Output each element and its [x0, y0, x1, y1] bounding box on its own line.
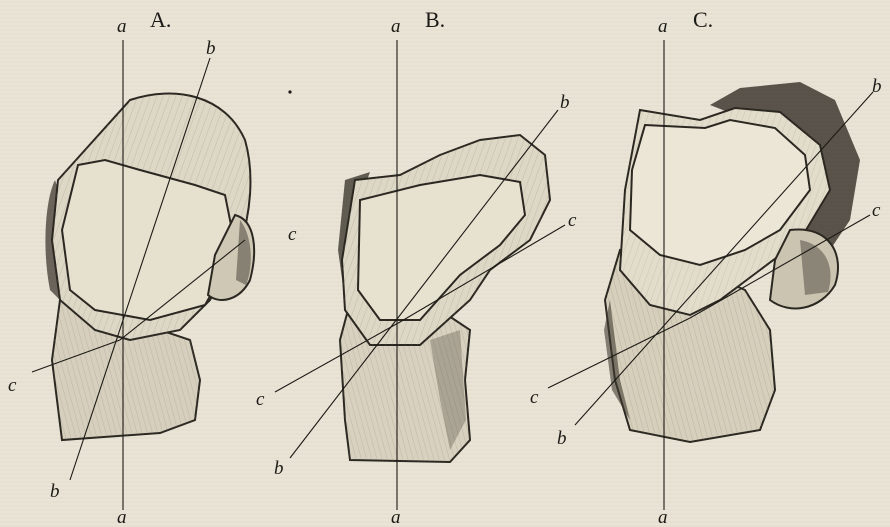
- panel-a-label-a-bottom: a: [117, 507, 127, 527]
- ink-dot: [288, 90, 291, 93]
- panel-c-label-b-top: b: [872, 76, 882, 97]
- panel-c-label-b-bottom: b: [557, 428, 567, 449]
- panel-b-label-b-top: b: [560, 92, 570, 113]
- panel-a-label-b-top: b: [206, 38, 216, 59]
- panel-a-label-a-top: a: [117, 16, 127, 37]
- panel-b-label-a-bottom: a: [391, 507, 401, 527]
- panel-c-label-a-top: a: [658, 16, 668, 37]
- panel-c-label-c-right: c: [872, 200, 881, 221]
- panel-a-title: A.: [150, 7, 171, 32]
- panel-b-title: B.: [425, 7, 445, 32]
- panel-c-label-a-bottom: a: [658, 507, 668, 527]
- panel-b-label-c-right: c: [568, 210, 577, 231]
- panel-c-title: C.: [693, 7, 713, 32]
- panel-b-label-c-left: c: [256, 389, 265, 410]
- panel-c-label-c-left: c: [530, 387, 539, 408]
- panel-a-label-c-left: c: [8, 375, 17, 396]
- panel-a-label-c-right: c: [288, 224, 297, 245]
- panel-b-label-b-bottom: b: [274, 458, 284, 479]
- panel-a-label-b-bottom: b: [50, 481, 60, 502]
- panel-b-label-a-top: a: [391, 16, 401, 37]
